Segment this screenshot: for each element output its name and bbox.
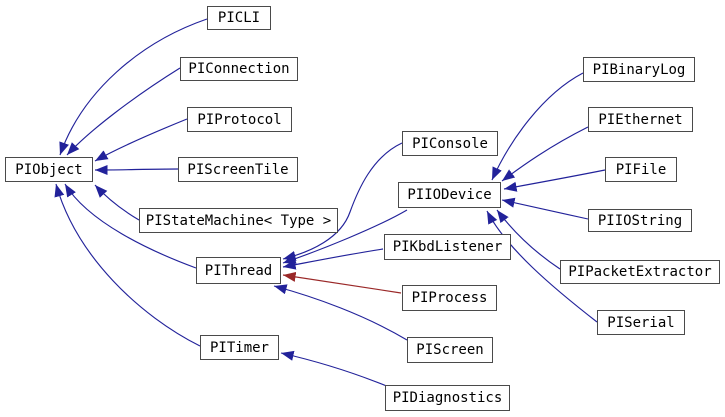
node-pistatemachine[interactable]: PIStateMachine< Type > [139, 208, 338, 233]
node-piprocess[interactable]: PIProcess [402, 285, 497, 311]
node-pipacketextractor[interactable]: PIPacketExtractor [560, 260, 720, 284]
node-piethernet[interactable]: PIEthernet [588, 107, 693, 132]
edge-piscreentile-to-piobject [94, 164, 179, 176]
edge-piprotocol-to-piobject [94, 118, 188, 162]
edge-piserial-to-piiodevice [486, 210, 598, 323]
edge-piconsole-to-pithread [282, 142, 403, 261]
node-picli[interactable]: PICLI [207, 6, 271, 30]
node-piprotocol[interactable]: PIProtocol [187, 107, 292, 132]
node-piiodevice[interactable]: PIIODevice [398, 182, 501, 208]
edge-pikbdlistener-to-pithread [282, 248, 384, 270]
edge-piconnection-to-piobject [66, 67, 181, 156]
node-piscreen[interactable]: PIScreen [407, 337, 493, 363]
node-piscreentile[interactable]: PIScreenTile [178, 157, 298, 182]
node-pithread[interactable]: PIThread [196, 257, 281, 284]
node-piiostring[interactable]: PIIOString [588, 209, 692, 232]
edge-piscreen-to-pithread [273, 284, 408, 341]
node-piobject[interactable]: PIObject [5, 157, 93, 182]
edge-pifile-to-piiodevice [503, 169, 606, 192]
edge-pidiagnostics-to-pitimer [280, 350, 390, 388]
edge-piiostring-to-piiodevice [501, 197, 589, 220]
node-piconsole[interactable]: PIConsole [402, 131, 498, 156]
node-pitimer[interactable]: PITimer [200, 335, 279, 360]
edge-pistatemachine-to-piobject [94, 184, 140, 221]
edge-piiodevice-to-pithread [282, 209, 408, 264]
edge-piprocess-to-pithread [282, 271, 402, 294]
node-pibinarylog[interactable]: PIBinaryLog [583, 57, 695, 82]
edge-pitimer-to-piobject [54, 183, 201, 347]
node-pifile[interactable]: PIFile [605, 157, 677, 182]
edge-pibinarylog-to-piiodevice [491, 72, 584, 181]
node-piconnection[interactable]: PIConnection [180, 57, 298, 81]
edge-pipacketextractor-to-piiodevice [496, 209, 561, 270]
node-pikbdlistener[interactable]: PIKbdListener [384, 234, 511, 260]
node-piserial[interactable]: PISerial [597, 310, 685, 335]
edges-group [54, 18, 606, 388]
node-pidiagnostics[interactable]: PIDiagnostics [385, 385, 510, 411]
edge-picli-to-piobject [59, 18, 208, 156]
edge-pithread-to-piobject [64, 183, 197, 269]
edge-piethernet-to-piiodevice [501, 126, 589, 182]
